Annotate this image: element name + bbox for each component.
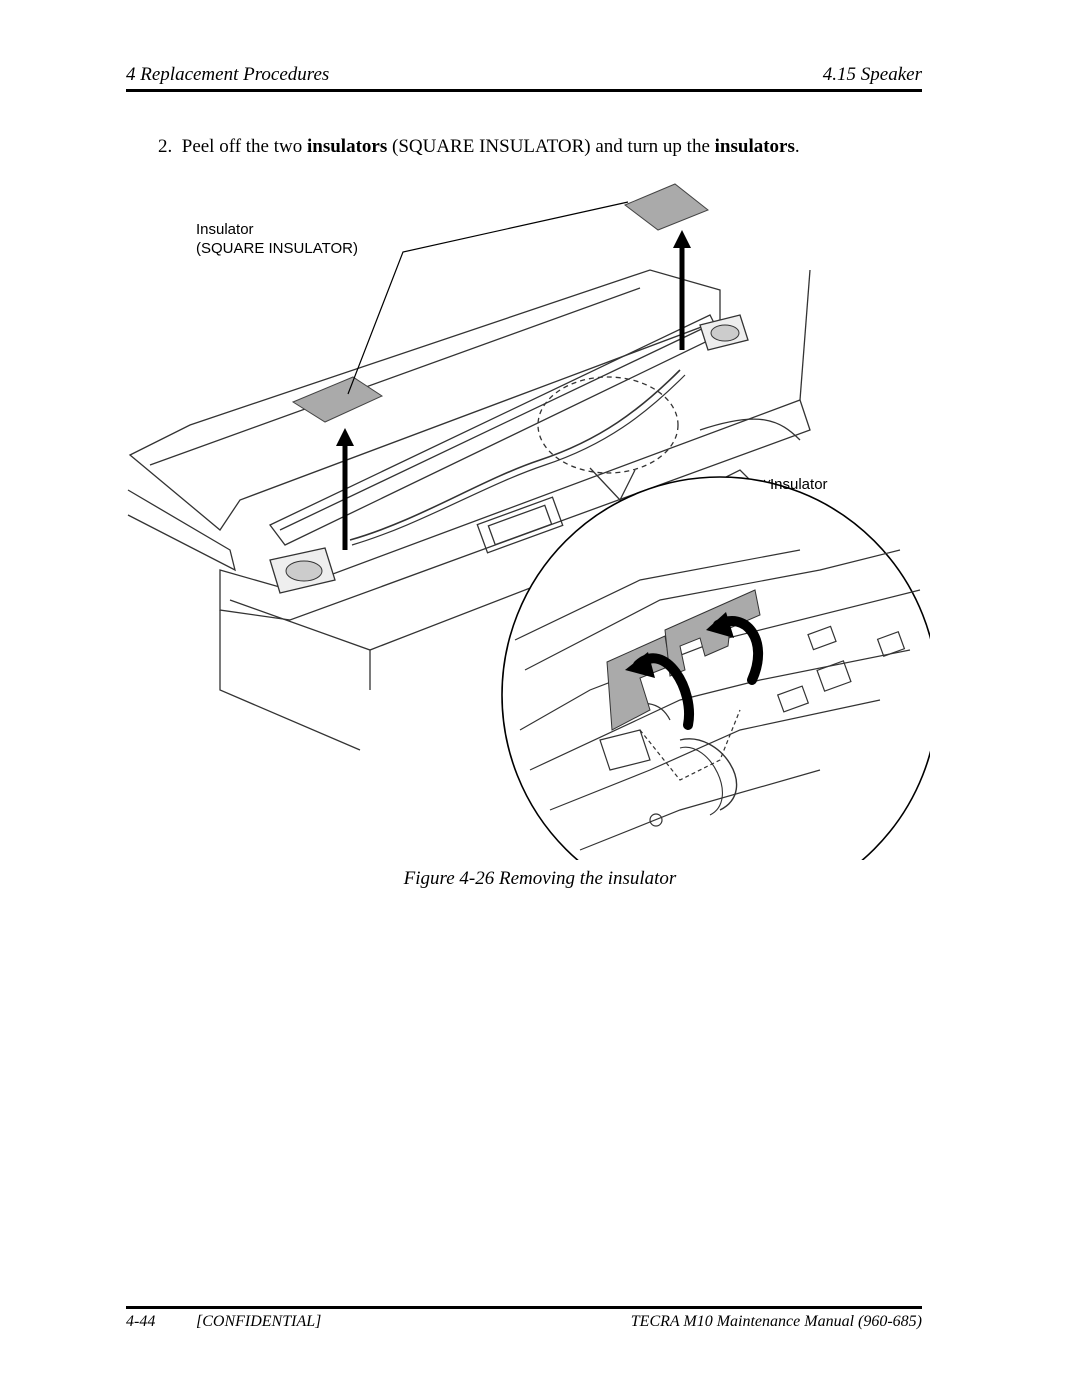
callout-insulator: Insulator xyxy=(770,476,828,493)
arrow-up-right-icon xyxy=(673,230,691,350)
figure-caption: Figure 4-26 Removing the insulator xyxy=(403,868,677,889)
figure-removing-insulator: Insulator (SQUARE INSULATOR) Insulator xyxy=(120,170,930,860)
speaker-right-icon xyxy=(699,314,749,351)
step-number: 2. xyxy=(158,136,173,157)
section-title: 4 Replacement Procedures xyxy=(126,64,330,85)
manual-title: TECRA M10 Maintenance Manual (960-685) xyxy=(630,1313,922,1330)
step-text-3: . xyxy=(794,136,800,157)
callout-square-line2: (SQUARE INSULATOR) xyxy=(196,240,358,257)
arrow-up-left-icon xyxy=(336,428,354,550)
footer-rule xyxy=(126,1306,922,1309)
callout-square-line1: Insulator xyxy=(196,221,254,238)
step-text-1: Peel off the two xyxy=(181,136,307,157)
header-rule xyxy=(126,89,922,92)
square-insulator-right xyxy=(624,183,709,231)
subsection-title: 4.15 Speaker xyxy=(822,64,922,85)
curved-arrow-left-icon xyxy=(625,652,694,730)
step-text-2: (SQUARE INSULATOR) and turn up the xyxy=(387,136,715,157)
square-insulator-left xyxy=(291,376,384,423)
step-bold-2: insulators xyxy=(714,136,795,157)
speaker-left-icon xyxy=(269,547,336,594)
page-header: 4 Replacement Procedures 4.15 Speaker xyxy=(126,64,922,94)
page-footer: 4-44 [CONFIDENTIAL] TECRA M10 Maintenanc… xyxy=(126,1313,922,1337)
confidential-label: [CONFIDENTIAL] xyxy=(196,1313,322,1330)
laptop-line-drawing xyxy=(127,183,930,860)
callout-square-insulator: Insulator (SQUARE INSULATOR) xyxy=(196,220,358,258)
magnified-detail xyxy=(501,476,930,860)
step-bold-1: insulators xyxy=(307,136,388,157)
step-instruction: 2. Peel off the two insulators (SQUARE I… xyxy=(158,136,800,158)
page-number: 4-44 xyxy=(126,1313,156,1330)
curved-arrow-right-icon xyxy=(706,612,763,685)
